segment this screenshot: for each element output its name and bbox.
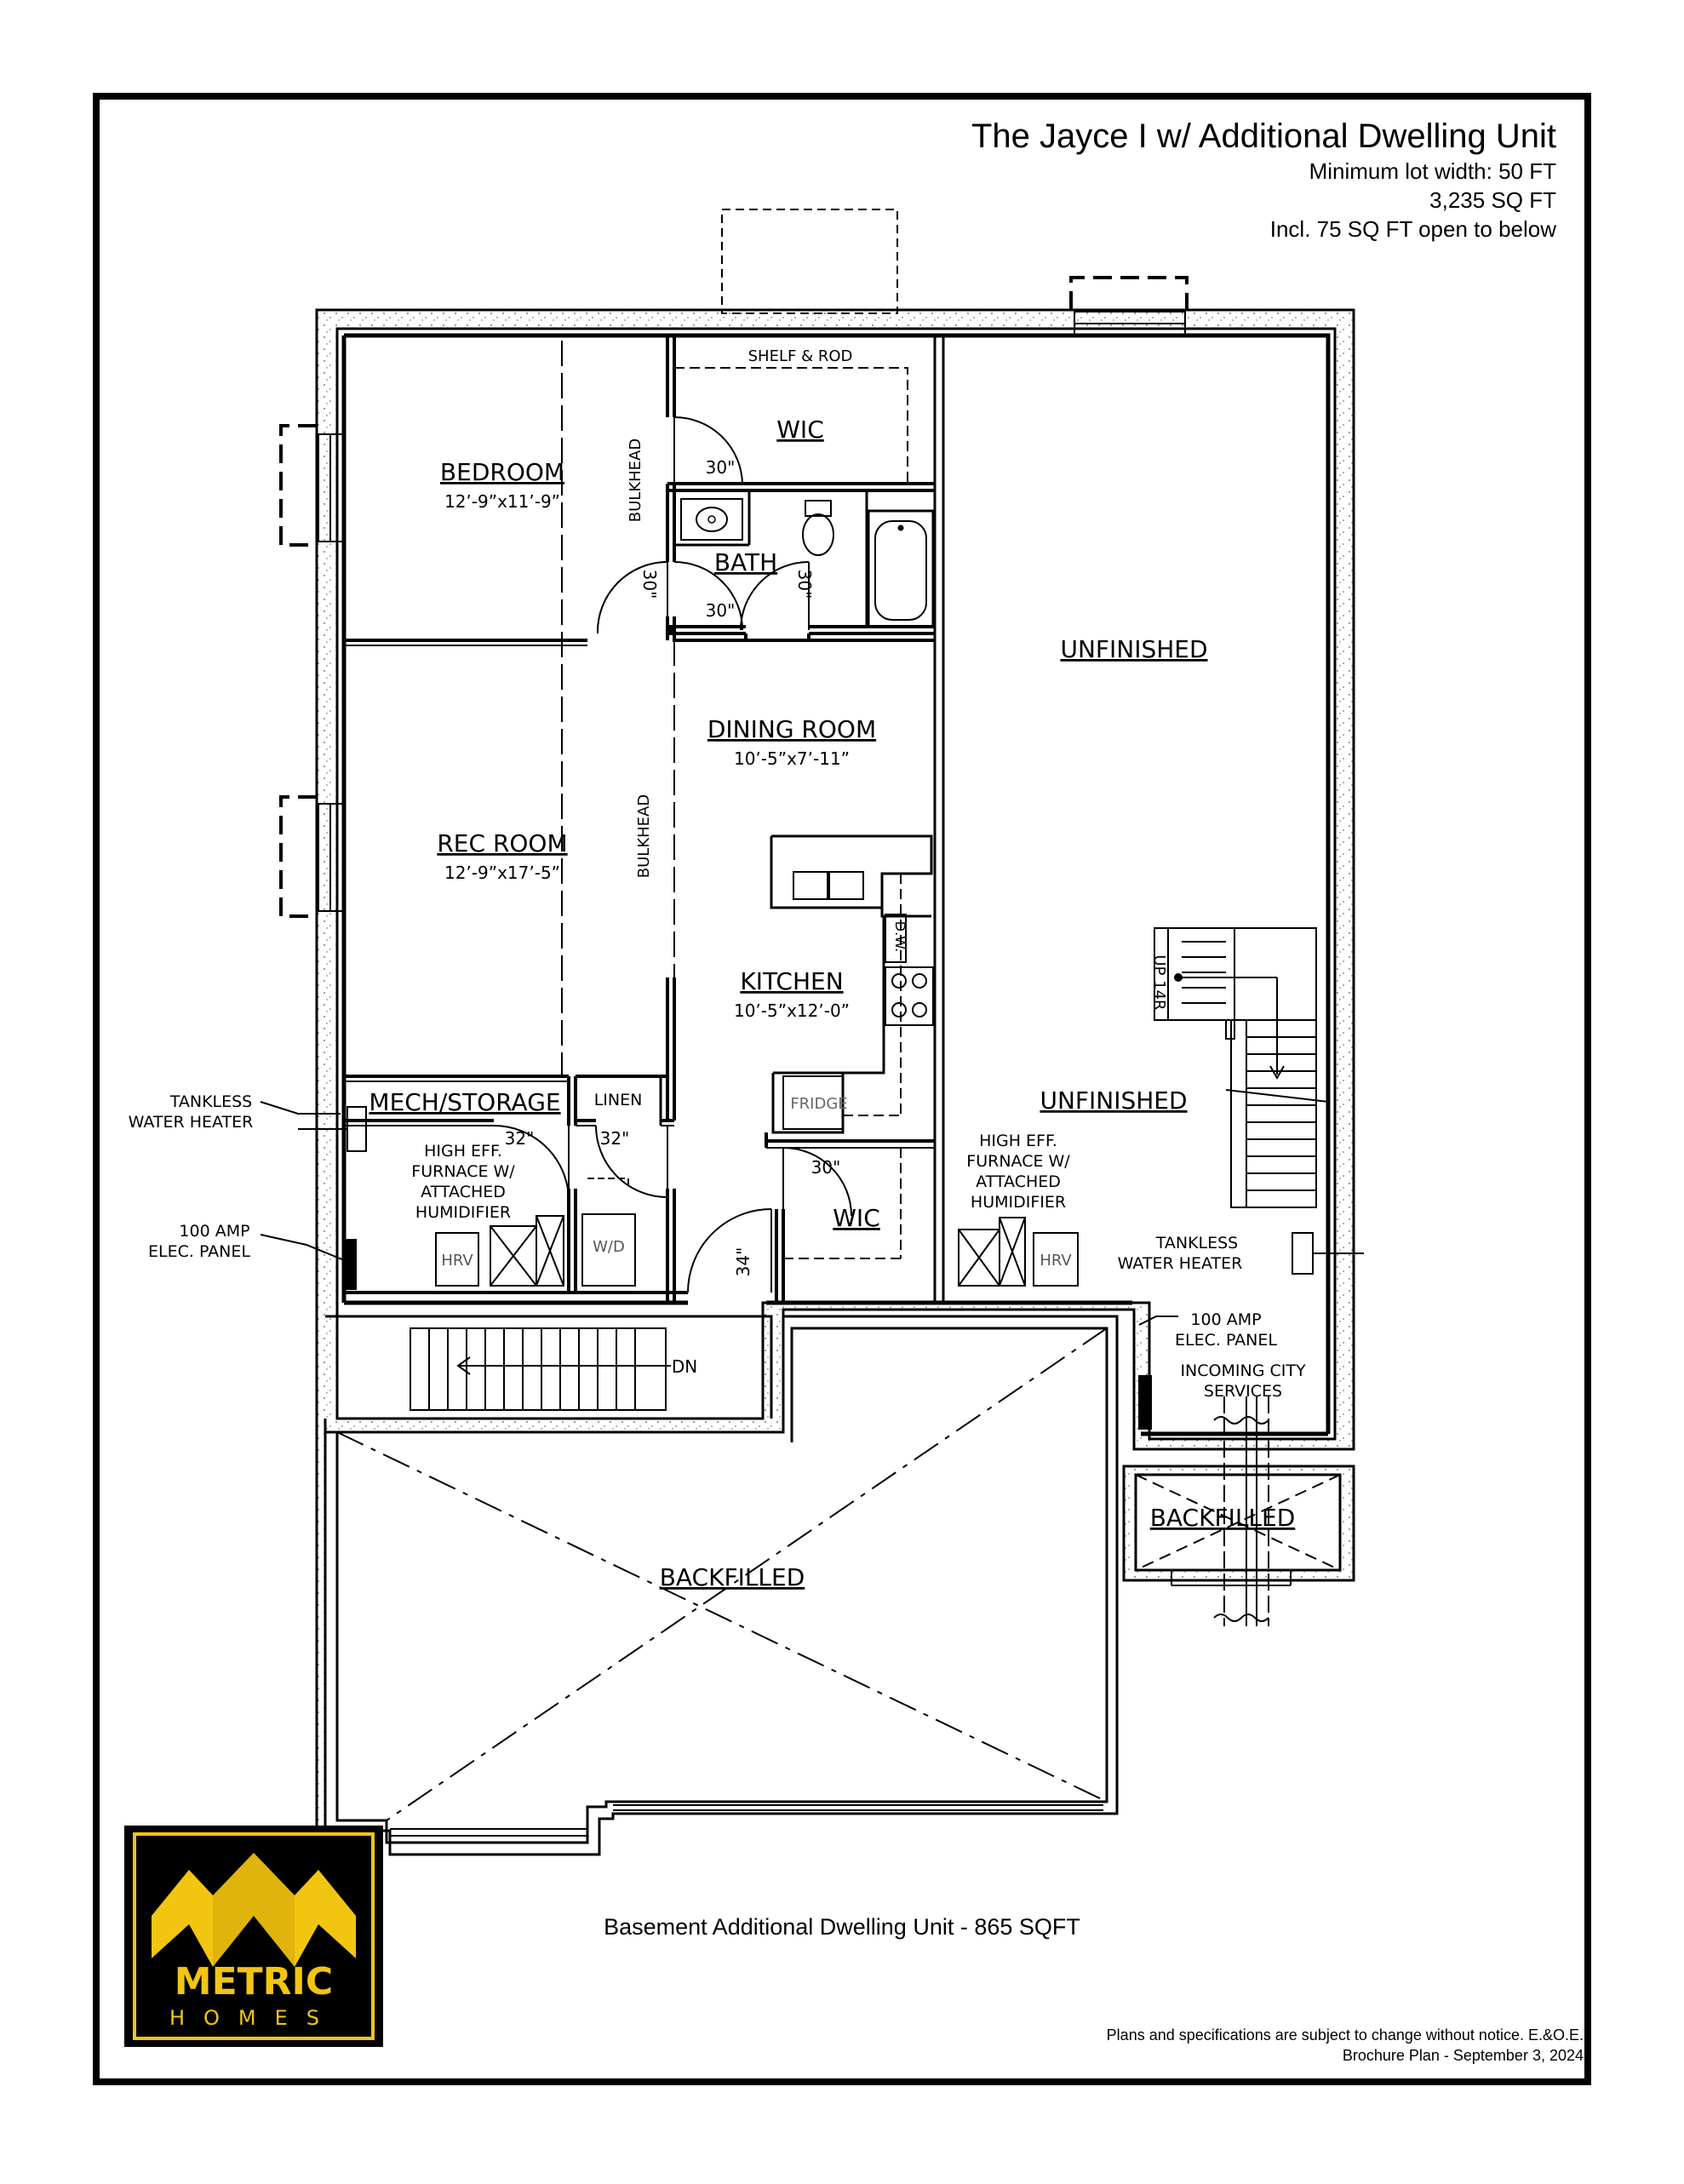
dining-room-name: DINING ROOM [707,715,876,743]
furnace-left-l3: ATTACHED [421,1183,506,1201]
plan-caption: Basement Additional Dwelling Unit - 865 … [604,1914,1080,1940]
wic-top-name: WIC [776,416,824,444]
mech-storage-name: MECH/STORAGE [369,1088,560,1116]
backfilled-garage-name: BACKFILLED [660,1563,805,1591]
furnace-right-l2: FURNACE W/ [966,1152,1070,1171]
disclaimer-line2: Brochure Plan - September 3, 2024 [1342,2047,1584,2064]
door-30-bath1: 30" [706,600,736,621]
logo-line2: HOMES [169,2006,338,2030]
disclaimer-line1: Plans and specifications are subject to … [1106,2026,1584,2044]
furnace-left-l4: HUMIDIFIER [415,1203,511,1222]
dining-room-dims: 10’-5”x7’-11” [734,748,850,769]
backfilled-small-name: BACKFILLED [1150,1504,1296,1532]
stairs-up-label: UP 14R [1150,954,1168,1010]
mechanical-equipment [298,1106,1364,1430]
dw-label: D.W. [892,921,908,952]
panel-right-l1: 100 AMP [1190,1310,1261,1329]
interior-walls [344,335,945,1303]
bedroom-name: BEDROOM [440,458,564,486]
leader-lines [260,1101,1178,1326]
disclaimer: Plans and specifications are subject to … [1107,2025,1584,2066]
fridge-label: FRIDGE [790,1095,847,1113]
door-32-linen: 32" [600,1128,630,1149]
city-services-lines [1213,1396,1269,1626]
shelf-rod-label: SHELF & ROD [748,347,853,365]
door-30-bath2: 30" [794,570,815,599]
bulkhead-mid-label: BULKHEAD [635,794,653,878]
bulkhead-top-label: BULKHEAD [627,439,644,522]
hrv-left-label: HRV [441,1252,473,1270]
tankless-right-l1: TANKLESS [1155,1234,1239,1253]
linen-name: LINEN [594,1091,643,1109]
tankless-left-l2: WATER HEATER [129,1113,254,1132]
garage-backfill-x [336,1327,1108,1821]
bath-name: BATH [714,548,777,576]
unfinished-top-name: UNFINISHED [1060,635,1207,663]
door-34: 34" [733,1247,753,1277]
sheet-border [93,93,1591,2085]
door-30-wic: 30" [706,457,736,478]
panel-left-l2: ELEC. PANEL [148,1242,250,1261]
door-32-mech: 32" [505,1128,535,1149]
door-30-wic2: 30" [811,1157,841,1178]
tankless-right-l2: WATER HEATER [1118,1254,1243,1273]
furnace-left-l1: HIGH EFF. [424,1142,502,1161]
dashed-bay-above [721,209,898,314]
door-swings [493,416,852,1293]
furnace-right-l1: HIGH EFF. [979,1132,1057,1150]
furnace-right-l4: HUMIDIFIER [971,1193,1066,1212]
panel-left-l1: 100 AMP [179,1222,249,1241]
plan-labels: SHELF & ROD BEDROOM 12’-9”x11’-9” WIC BA… [129,347,1306,1591]
city-services-l2: SERVICES [1204,1382,1282,1401]
wic-bottom-name: WIC [833,1204,880,1232]
unfinished-bottom-name: UNFINISHED [1040,1086,1187,1115]
kitchen-dims: 10’-5”x12’-0” [734,1000,850,1021]
plan-title: The Jayce I w/ Additional Dwelling Unit [971,118,1556,155]
door-30-bed: 30" [639,570,660,599]
rec-room-dims: 12’-9”x17’-5” [444,863,560,883]
stairs-dn-label: DN [672,1356,697,1377]
panel-right-l2: ELEC. PANEL [1175,1331,1277,1350]
furnace-left-l2: FURNACE W/ [411,1162,515,1181]
hrv-right-label: HRV [1040,1252,1072,1270]
wd-label: W/D [593,1238,625,1256]
lot-width: Minimum lot width: 50 FT [1309,158,1556,184]
metric-homes-logo: METRIC HOMES [124,1826,383,2047]
furnace-right-l3: ATTACHED [976,1172,1061,1191]
kitchen-name: KITCHEN [740,967,843,995]
title-block: The Jayce I w/ Additional Dwelling Unit … [971,116,1556,244]
foundation-walls [315,308,1355,1856]
city-services-l1: INCOMING CITY [1180,1361,1305,1380]
rec-room-name: REC ROOM [437,829,567,857]
windows [279,276,1189,918]
bedroom-dims: 12’-9”x11’-9” [444,491,560,512]
stairs [410,927,1329,1411]
logo-line1: METRIC [175,1960,333,2003]
tankless-left-l1: TANKLESS [169,1092,253,1111]
open-to-below: Incl. 75 SQ FT open to below [1269,216,1556,242]
total-area: 3,235 SQ FT [1429,187,1556,213]
